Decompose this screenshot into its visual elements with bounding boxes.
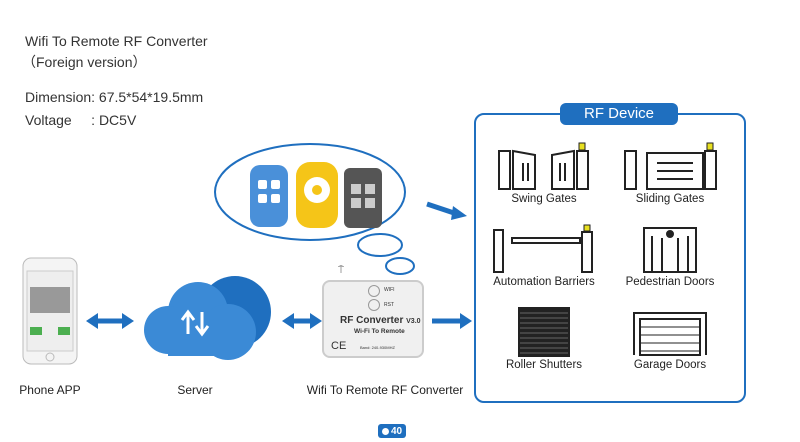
sliding-gate-icon — [623, 142, 717, 190]
swing-gate-icon — [497, 142, 589, 190]
arrow-right-icon — [426, 201, 467, 220]
rf-converter-device: WIFI RST RF Converter V3.0 Wi-Fi To Remo… — [322, 280, 424, 358]
page-number-badge: 40 — [378, 424, 406, 438]
double-arrow-icon — [282, 313, 322, 329]
device-label: Roller Shutters — [505, 359, 583, 371]
device-label: Automation Barriers — [493, 276, 595, 288]
rf-device-title: RF Device — [560, 103, 678, 125]
gray-remote-icon — [344, 168, 382, 228]
blue-remote-icon — [250, 165, 288, 227]
device-label: Sliding Gates — [635, 193, 705, 205]
pedestrian-door-icon — [643, 226, 697, 273]
yellow-remote-icon — [296, 162, 338, 228]
remotes-bubble — [214, 143, 415, 275]
device-swing-gates: Swing Gates — [484, 138, 604, 205]
device-label: Pedestrian Doors — [625, 276, 715, 288]
phone-icon — [22, 257, 78, 365]
device-subtitle: Wi-Fi To Remote — [354, 328, 405, 335]
arrow-right-icon — [432, 313, 472, 329]
double-arrow-icon — [86, 313, 134, 329]
product-title: Wifi To Remote RF Converter — [25, 33, 208, 49]
device-pedestrian-doors: Pedestrian Doors — [610, 221, 730, 288]
voltage-text: Voltage : DC5V — [25, 112, 137, 128]
roller-shutter-icon — [518, 306, 570, 357]
garage-door-icon — [633, 311, 707, 356]
device-label: Garage Doors — [633, 359, 707, 371]
device-label: Swing Gates — [511, 193, 577, 205]
device-automation-barriers: Automation Barriers — [484, 221, 604, 288]
device-version: V3.0 — [406, 318, 421, 325]
dot-icon — [381, 427, 389, 435]
converter-label: Wifi To Remote RF Converter — [306, 383, 464, 397]
dimension-text: Dimension: 67.5*54*19.5mm — [25, 89, 204, 105]
device-sliding-gates: Sliding Gates — [610, 138, 730, 205]
wifi-button-label: WIFI — [384, 287, 395, 293]
rst-button-label: RST — [384, 302, 394, 308]
ce-mark: CE — [331, 340, 347, 352]
barrier-icon — [492, 224, 593, 273]
page-number: 40 — [390, 425, 403, 437]
antenna-icon: ⍑ — [338, 265, 344, 276]
device-title: RF Converter — [340, 315, 404, 326]
server-label: Server — [177, 383, 213, 397]
phone-app-label: Phone APP — [19, 383, 81, 397]
device-garage-doors: Garage Doors — [610, 304, 730, 371]
device-roller-shutters: Roller Shutters — [484, 304, 604, 371]
cloud-server-icon — [144, 276, 271, 360]
product-subtitle: （Foreign version） — [22, 54, 147, 70]
device-band: Band: 240-930MHZ — [360, 345, 395, 350]
